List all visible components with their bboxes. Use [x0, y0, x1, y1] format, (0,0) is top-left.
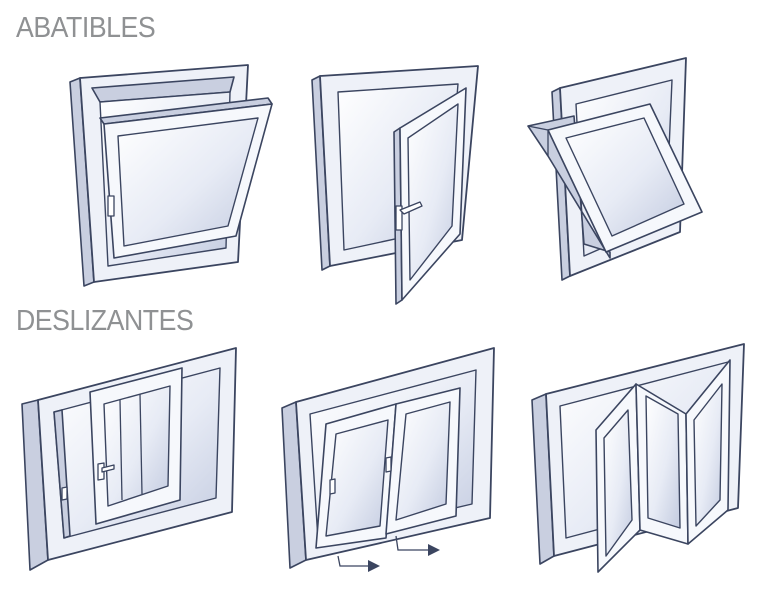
folding-window-icon	[531, 343, 745, 573]
awning-window-icon	[527, 57, 703, 281]
tilt-window-icon	[69, 64, 273, 287]
sliding-window-icon	[21, 347, 237, 571]
section-heading-deslizantes: DESLIZANTES	[16, 305, 194, 337]
tilt-slide-window-icon	[281, 347, 495, 572]
section-heading-abatibles: ABATIBLES	[16, 12, 156, 44]
casement-window-icon	[311, 65, 479, 305]
